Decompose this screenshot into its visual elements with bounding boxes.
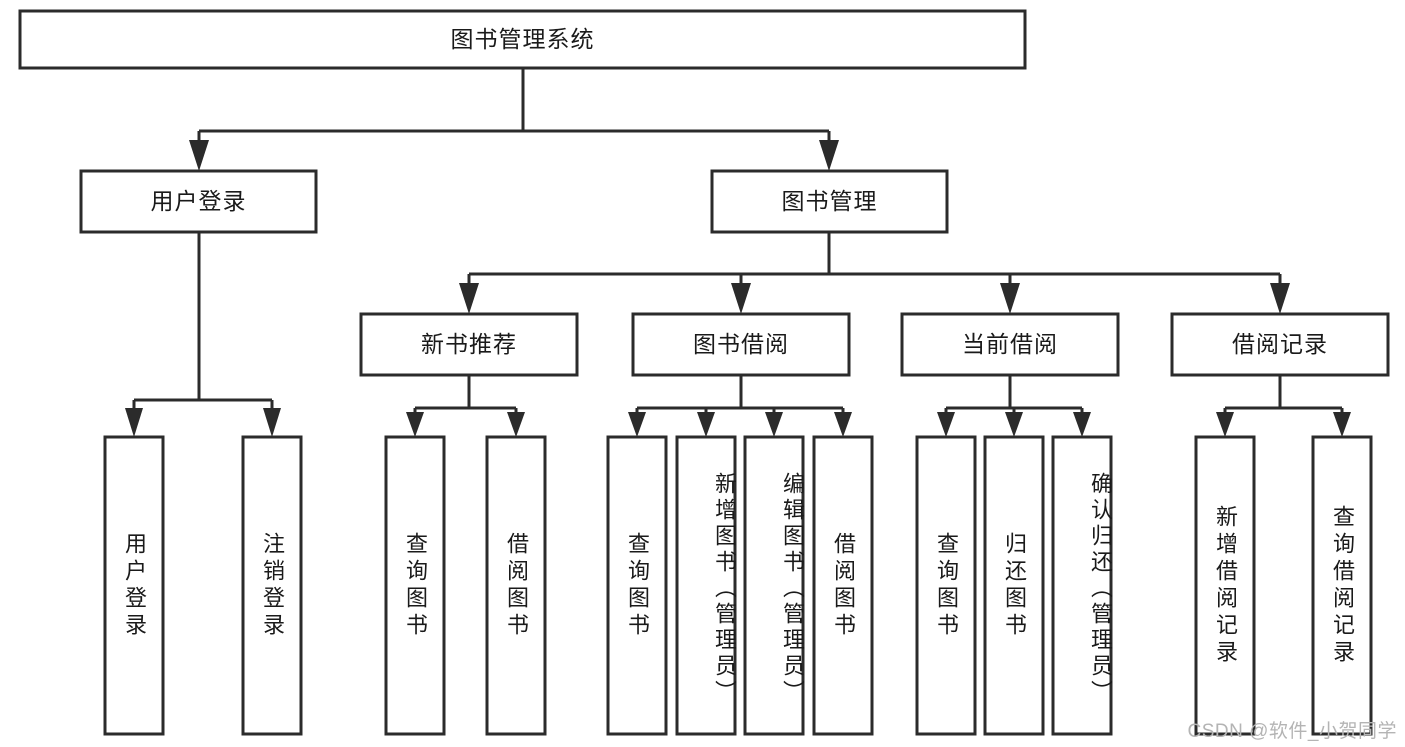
arrow-bm-to-book-borrow bbox=[731, 283, 751, 314]
arrow-new-book-leaf-1 bbox=[507, 412, 525, 437]
node-box-leaf-book-borrow-2[interactable] bbox=[743, 435, 805, 736]
arrow-root-to-book-management bbox=[819, 140, 839, 171]
arrow-borrow-record-leaf-0 bbox=[1216, 412, 1234, 437]
arrow-current-borrow-leaf-1 bbox=[1005, 412, 1023, 437]
node-box-leaf-user-login-1[interactable] bbox=[241, 435, 303, 736]
node-box-leaf-new-book-1[interactable] bbox=[485, 435, 547, 736]
arrow-new-book-leaf-0 bbox=[406, 412, 424, 437]
arrow-book-borrow-leaf-1 bbox=[697, 412, 715, 437]
arrow-current-borrow-leaf-2 bbox=[1073, 412, 1091, 437]
node-box-leaf-current-borrow-1[interactable] bbox=[983, 435, 1045, 736]
arrow-bm-to-new-book-recommend bbox=[459, 283, 479, 314]
node-box-leaf-borrow-record-0[interactable] bbox=[1194, 435, 1256, 736]
arrow-borrow-record-leaf-1 bbox=[1333, 412, 1351, 437]
node-box-borrow-record[interactable] bbox=[1170, 312, 1390, 377]
arrow-bm-to-borrow-record bbox=[1270, 283, 1290, 314]
arrow-book-borrow-leaf-0 bbox=[628, 412, 646, 437]
csdn-watermark: CSDN @软件_小贺同学 bbox=[1187, 721, 1397, 742]
node-box-leaf-book-borrow-1[interactable] bbox=[675, 435, 737, 736]
arrow-book-borrow-leaf-2 bbox=[765, 412, 783, 437]
node-box-current-borrow[interactable] bbox=[900, 312, 1120, 377]
arrow-user-login-leaf-0 bbox=[125, 408, 143, 437]
node-box-leaf-book-borrow-0[interactable] bbox=[606, 435, 668, 736]
arrow-root-to-user-login bbox=[189, 140, 209, 171]
node-box-leaf-new-book-0[interactable] bbox=[384, 435, 446, 736]
arrow-user-login-leaf-1 bbox=[263, 408, 281, 437]
node-box-leaf-user-login-0[interactable] bbox=[103, 435, 165, 736]
node-box-leaf-borrow-record-1[interactable] bbox=[1311, 435, 1373, 736]
node-box-user-login[interactable] bbox=[79, 169, 318, 234]
node-box-book-management[interactable] bbox=[710, 169, 949, 234]
arrow-bm-to-current-borrow bbox=[1000, 283, 1020, 314]
node-box-leaf-book-borrow-3[interactable] bbox=[812, 435, 874, 736]
node-box-leaf-current-borrow-0[interactable] bbox=[915, 435, 977, 736]
node-box-leaf-current-borrow-2[interactable] bbox=[1051, 435, 1113, 736]
arrow-current-borrow-leaf-0 bbox=[937, 412, 955, 437]
node-box-new-book-recommend[interactable] bbox=[359, 312, 579, 377]
arrow-book-borrow-leaf-3 bbox=[834, 412, 852, 437]
node-box-book-borrow[interactable] bbox=[631, 312, 851, 377]
node-box-root[interactable] bbox=[18, 9, 1027, 70]
